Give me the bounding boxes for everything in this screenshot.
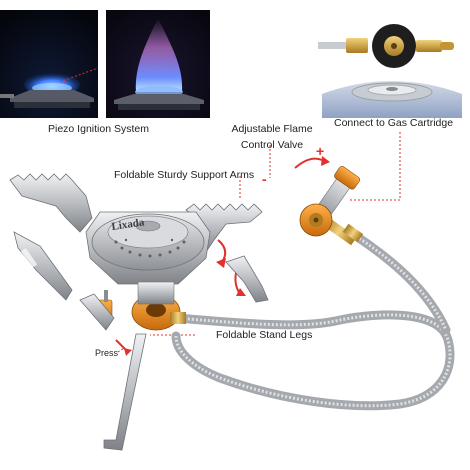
label-stand-legs: Foldable Stand Legs <box>216 329 313 341</box>
label-flame-control-line1: Adjustable Flame <box>231 123 313 135</box>
label-flame-control-line2: Control Valve <box>240 139 304 151</box>
brand-logo: Lixada <box>111 216 146 233</box>
cartridge-photo <box>316 18 468 118</box>
label-press: Press <box>95 348 119 358</box>
flame-photo-right <box>106 10 210 118</box>
plus-sign: + <box>316 143 325 159</box>
flame-photo-left <box>0 10 98 118</box>
label-support-arms: Foldable Sturdy Support Arms <box>114 169 255 181</box>
label-cartridge: Connect to Gas Cartridge <box>334 117 454 129</box>
label-piezo-ignition: Piezo Ignition System <box>48 123 149 135</box>
label-flame-control: Adjustable Flame Control Valve <box>230 123 314 152</box>
minus-sign: - <box>262 171 267 187</box>
